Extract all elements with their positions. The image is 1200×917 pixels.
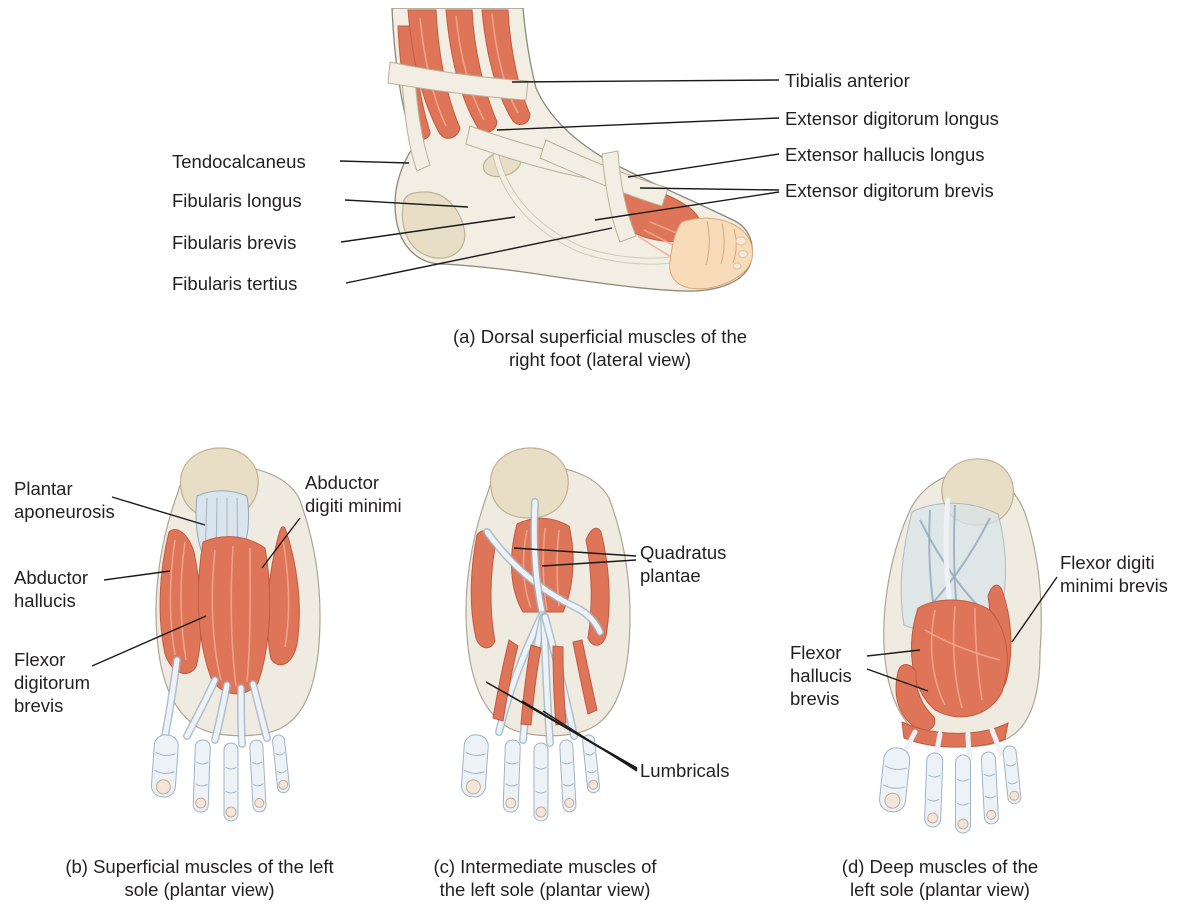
label-fibularis-longus: Fibularis longus	[172, 190, 302, 211]
label-abductor-hallucis: Abductor hallucis	[14, 567, 89, 612]
caption-panel-c: (c) Intermediate muscles of the left sol…	[433, 856, 657, 901]
label-flexor-digitorum-brevis: Flexor digitorum brevis	[14, 649, 91, 717]
illustration-deep-sole	[879, 458, 1042, 834]
label-tibialis-anterior: Tibialis anterior	[785, 70, 910, 91]
caption-panel-a: (a) Dorsal superficial muscles of the ri…	[452, 326, 748, 371]
label-extensor-hallucis-longus: Extensor hallucis longus	[785, 144, 985, 165]
toes	[460, 734, 600, 822]
illustration-intermediate-sole	[460, 447, 631, 822]
flexor-tendon-slips	[161, 656, 271, 748]
caption-panel-d: (d) Deep muscles of the left sole (plant…	[841, 856, 1039, 901]
label-fibularis-brevis: Fibularis brevis	[172, 232, 297, 253]
label-extensor-digitorum-brevis: Extensor digitorum brevis	[785, 180, 994, 201]
muscle-flexor-digitorum-brevis	[197, 536, 271, 695]
label-quadratus-plantae: Quadratus plantae	[640, 542, 727, 587]
muscle-flexor-hallucis-brevis	[895, 599, 1009, 748]
label-lumbricals: Lumbricals	[640, 760, 730, 781]
caption-panel-b: (b) Superficial muscles of the left sole…	[65, 856, 334, 901]
label-tendocalcaneus: Tendocalcaneus	[172, 151, 306, 172]
label-plantar-aponeurosis: Plantar aponeurosis	[14, 478, 115, 523]
label-fibularis-tertius: Fibularis tertius	[172, 273, 298, 294]
illustration-dorsal-right-foot	[387, 8, 754, 292]
toes	[150, 734, 290, 822]
label-abductor-digiti-minimi: Abductor digiti minimi	[305, 472, 402, 517]
achilles-tendon	[401, 77, 431, 172]
label-flexor-digiti-minimi-brevis: Flexor digiti minimi brevis	[1060, 552, 1168, 597]
heel-bone	[489, 447, 569, 519]
label-flexor-hallucis-brevis: Flexor hallucis brevis	[790, 642, 852, 710]
toes	[669, 217, 754, 290]
label-extensor-digitorum-longus: Extensor digitorum longus	[785, 108, 999, 129]
toes	[879, 745, 1022, 834]
